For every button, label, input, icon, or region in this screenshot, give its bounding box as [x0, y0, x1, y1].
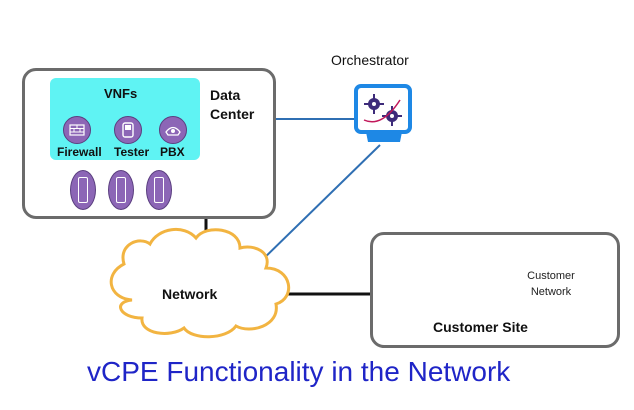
orchestrator-icon [354, 84, 414, 151]
data-center-label: Data Center [210, 87, 255, 122]
firewall-icon [63, 116, 91, 144]
customer-site-box [370, 232, 620, 348]
network-label: Network [162, 286, 218, 302]
network-cloud [109, 228, 291, 339]
customer-network-label: Customer Network [527, 270, 575, 298]
vnf-label-tester: Tester [114, 145, 150, 159]
server-icon [108, 170, 134, 210]
orchestrator-label: Orchestrator [331, 52, 409, 68]
vnf-label-firewall: Firewall [57, 145, 102, 159]
diagram-caption: vCPE Functionality in the Network [87, 356, 511, 387]
server-icon [70, 170, 96, 210]
pbx-icon [159, 116, 187, 144]
vnfs-label: VNFs [104, 86, 138, 101]
customer-site-label: Customer Site [433, 319, 528, 335]
vnf-label-pbx: PBX [160, 145, 185, 159]
server-icon [146, 170, 172, 210]
tester-icon [114, 116, 142, 144]
link-orchestrator-network [255, 144, 381, 267]
